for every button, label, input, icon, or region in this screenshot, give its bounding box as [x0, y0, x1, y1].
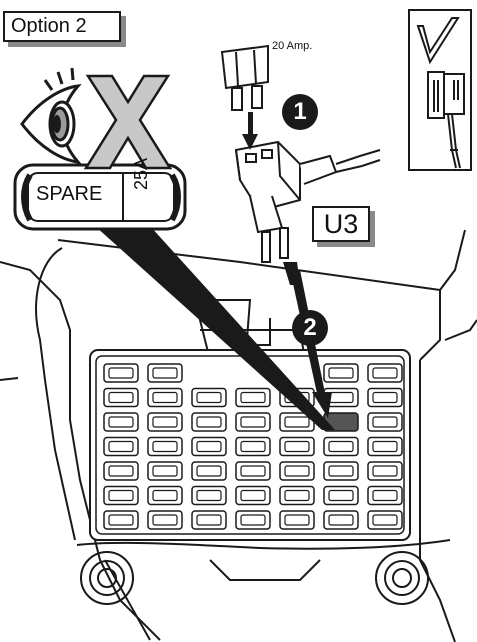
step-1-number: 1 [283, 95, 317, 129]
fuse-slot-grid [104, 364, 402, 529]
fuse-rating-label: 20 Amp. [272, 40, 312, 52]
x-mark-icon [86, 76, 170, 168]
spare-rating-text: 25A [131, 158, 152, 190]
right-bolt [376, 552, 428, 604]
step-2-number: 2 [293, 311, 327, 345]
arrow-step-1 [242, 112, 258, 150]
left-bolt [81, 552, 133, 604]
blade-fuse-20a [222, 46, 268, 110]
eye-icon [22, 68, 78, 162]
spare-label-text: SPARE [36, 183, 102, 206]
arrow-step-2-trail [283, 262, 300, 285]
fuse-tap-body [236, 142, 380, 262]
fuse-location-label: U3 [312, 206, 370, 242]
option-label: Option 2 [3, 11, 121, 42]
